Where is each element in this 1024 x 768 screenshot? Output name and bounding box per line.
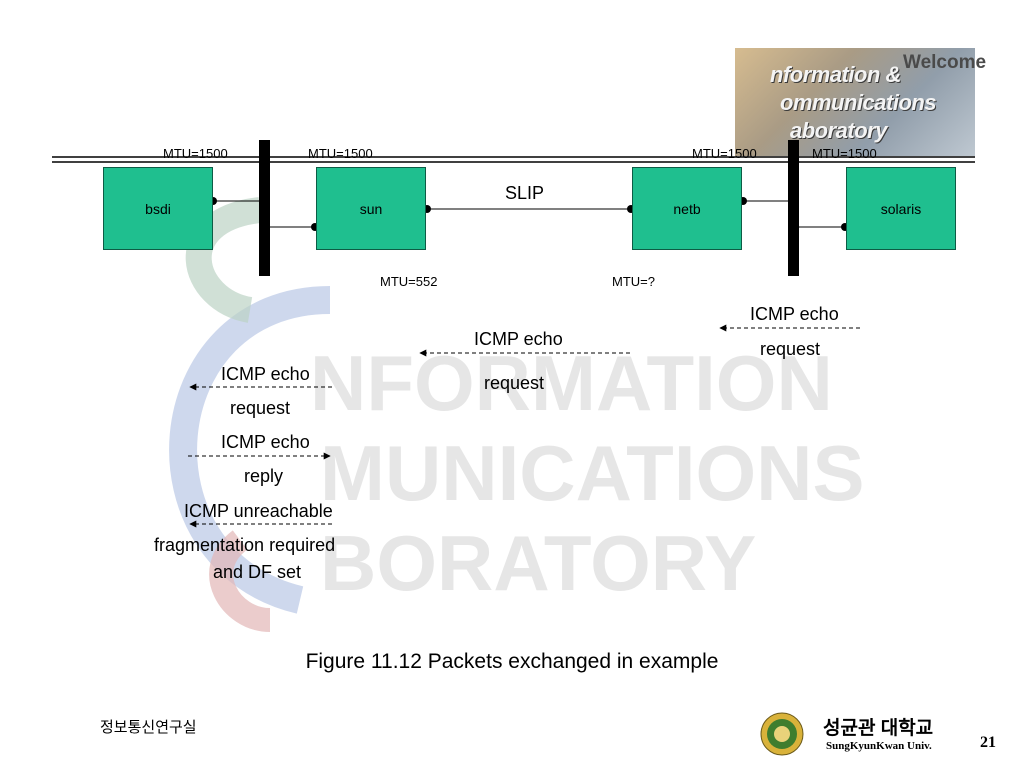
packet-1-line-1: ICMP echo xyxy=(750,304,839,324)
packet-2-line-1: ICMP echo xyxy=(474,329,563,349)
mtu-label-solaris: MTU=1500 xyxy=(812,146,877,161)
host-netb-label: netb xyxy=(673,200,701,217)
host-solaris-label: solaris xyxy=(880,200,922,217)
ethernet-bus-right xyxy=(788,140,799,276)
host-netb: netb xyxy=(632,167,742,250)
packet-5-line-1: ICMP unreachable xyxy=(184,501,333,521)
mtu-label-sun: MTU=1500 xyxy=(308,146,373,161)
packet-1-line-2: request xyxy=(760,339,821,359)
mtu-label-slip-netb: MTU=? xyxy=(612,274,655,289)
svg-text:BORATORY: BORATORY xyxy=(320,519,756,607)
university-name-english: SungKyunKwan Univ. xyxy=(826,740,932,752)
mtu-label-slip-sun: MTU=552 xyxy=(380,274,438,289)
footer-lab-name: 정보통신연구실 xyxy=(100,719,197,736)
lab-logo-image xyxy=(735,48,975,156)
host-solaris: solaris xyxy=(846,167,956,250)
packet-2-line-2: request xyxy=(484,373,545,393)
packet-3-line-1: ICMP echo xyxy=(221,364,310,384)
packet-5-line-3: and DF set xyxy=(213,562,302,582)
mtu-label-bsdi: MTU=1500 xyxy=(163,146,228,161)
logo-line-1: nformation & xyxy=(770,62,901,87)
host-bsdi: bsdi xyxy=(103,167,213,250)
logo-line-2: ommunications xyxy=(780,90,937,115)
logo-line-3: aboratory xyxy=(790,118,887,143)
mtu-label-netb: MTU=1500 xyxy=(692,146,757,161)
svg-text:MUNICATIONS: MUNICATIONS xyxy=(320,429,865,517)
university-name-korean: 성균관 대학교 xyxy=(823,718,934,739)
host-sun-label: sun xyxy=(359,200,383,217)
packet-5-line-2: fragmentation required xyxy=(154,535,336,555)
packet-4-line-1: ICMP echo xyxy=(221,432,310,452)
host-bsdi-label: bsdi xyxy=(145,200,171,217)
host-sun: sun xyxy=(316,167,426,250)
slip-label: SLIP xyxy=(505,183,545,203)
svg-text:NFORMATION: NFORMATION xyxy=(310,339,833,427)
page-number: 21 xyxy=(980,734,996,751)
logo-welcome-text: Welcome xyxy=(903,52,987,73)
packet-3-line-2: request xyxy=(230,398,291,418)
figure-caption: Figure 11.12 Packets exchanged in exampl… xyxy=(305,650,719,673)
ethernet-bus-left xyxy=(259,140,270,276)
university-seal-icon xyxy=(760,712,804,756)
packet-4-line-2: reply xyxy=(244,466,284,486)
